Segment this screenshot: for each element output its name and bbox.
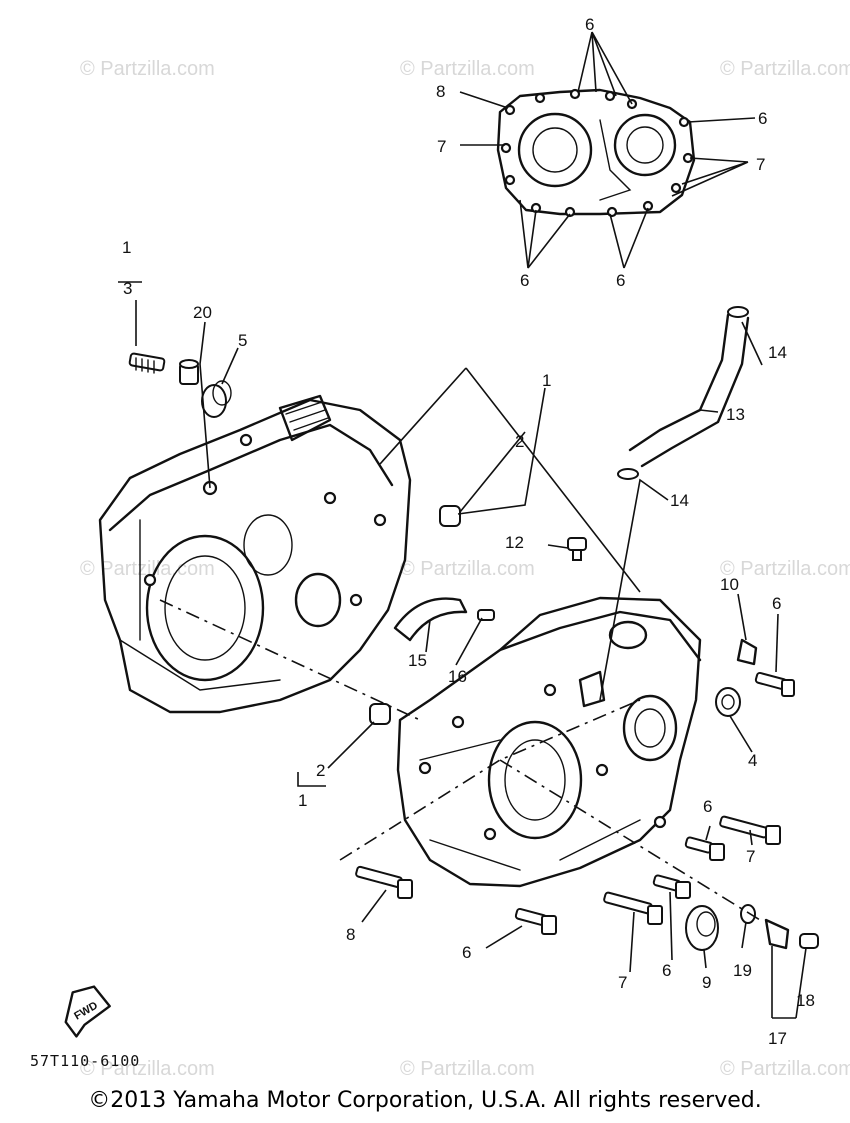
callout-9: 9 <box>702 973 711 992</box>
watermark: © Partzilla.com <box>80 58 215 80</box>
oil-seal-5 <box>201 380 232 418</box>
alignment-lines <box>118 281 807 1019</box>
callout-5: 5 <box>238 331 247 350</box>
plug-20 <box>179 359 199 385</box>
diagram-code: 57T110-6100 <box>30 1052 141 1070</box>
bolt-6-bottom-mid <box>652 874 691 899</box>
bolt-7-bottom <box>603 891 663 925</box>
callout-18: 18 <box>796 991 815 1010</box>
plug-18 <box>799 933 819 949</box>
watermark: © Partzilla.com <box>400 558 535 580</box>
callout-6-right: 6 <box>772 594 781 613</box>
crankcase-face-inset <box>496 88 696 218</box>
watermark: © Partzilla.com <box>720 1058 850 1080</box>
bolt-6-mid-right <box>684 836 725 861</box>
callout-19: 19 <box>733 961 752 980</box>
oil-seal-9 <box>685 905 719 951</box>
screw-16 <box>477 609 495 621</box>
watermark: © Partzilla.com <box>80 1058 215 1080</box>
bolt-6-right <box>754 671 795 697</box>
callout-4: 4 <box>748 751 757 770</box>
callout-15: 15 <box>408 651 427 670</box>
oil-seal-4 <box>715 687 741 717</box>
watermark: © Partzilla.com <box>720 58 850 80</box>
watermark: © Partzilla.com <box>720 558 850 580</box>
fwd-label: FWD <box>72 1000 100 1023</box>
watermark-layer: © Partzilla.com © Partzilla.com © Partzi… <box>80 58 850 1080</box>
callout-6-mid-right: 6 <box>703 797 712 816</box>
callout-12: 12 <box>505 533 524 552</box>
fwd-arrow-icon: FWD <box>64 985 111 1038</box>
callout-16: 16 <box>448 667 467 686</box>
plate-15 <box>393 597 468 642</box>
callout-3: 3 <box>123 279 132 298</box>
right-crankcase-half <box>396 596 702 888</box>
stud-3 <box>128 352 166 374</box>
callout-7-right: 7 <box>746 847 755 866</box>
screw-12 <box>567 537 587 561</box>
callout-1-mid: 1 <box>542 371 551 390</box>
callout-6-inset-bottom-left: 6 <box>520 271 529 290</box>
callout-10: 10 <box>720 575 739 594</box>
callout-1-top-left: 1 <box>122 238 131 257</box>
callout-2-mid: 2 <box>515 432 524 451</box>
callout-8-inset: 8 <box>436 82 445 101</box>
callout-2-left: 2 <box>316 761 325 780</box>
callout-14-lower: 14 <box>670 491 689 510</box>
callout-13: 13 <box>726 405 745 424</box>
bolt-holes <box>500 88 694 218</box>
clip-14-upper <box>727 306 749 318</box>
bolt-6-bottom <box>514 907 557 935</box>
watermark: © Partzilla.com <box>400 58 535 80</box>
callout-7-inset-left: 7 <box>437 137 446 156</box>
callout-14-upper: 14 <box>768 343 787 362</box>
washer-19 <box>740 904 756 924</box>
inset-leaders <box>459 31 756 269</box>
callout-6-inset-right: 6 <box>758 109 767 128</box>
callout-6-inset-top: 6 <box>585 15 594 34</box>
bolt-7-right <box>719 815 781 845</box>
callout-7-bottom: 7 <box>618 973 627 992</box>
dowel-pin-2-upper <box>439 505 461 527</box>
callout-6-inset-bottom-right: 6 <box>616 271 625 290</box>
callout-8-bottom: 8 <box>346 925 355 944</box>
union-bolt-17 <box>764 918 790 950</box>
callout-6-bottom: 6 <box>462 943 471 962</box>
callout-1-left: 1 <box>298 791 307 810</box>
bolt-8-bottom <box>355 865 413 899</box>
watermark: © Partzilla.com <box>80 558 215 580</box>
holder-10 <box>736 638 758 666</box>
copyright-notice: ©2013 Yamaha Motor Corporation, U.S.A. A… <box>88 1088 762 1113</box>
callout-17: 17 <box>768 1029 787 1048</box>
dowel-pin-2-lower <box>369 703 391 725</box>
watermark: © Partzilla.com <box>400 1058 535 1080</box>
callout-6-bottom-mid: 6 <box>662 961 671 980</box>
clip-14-lower <box>617 468 639 480</box>
callout-7-inset-right: 7 <box>756 155 765 174</box>
callout-20: 20 <box>193 303 212 322</box>
breather-hose-13 <box>628 313 750 468</box>
left-crankcase-half <box>98 394 412 714</box>
